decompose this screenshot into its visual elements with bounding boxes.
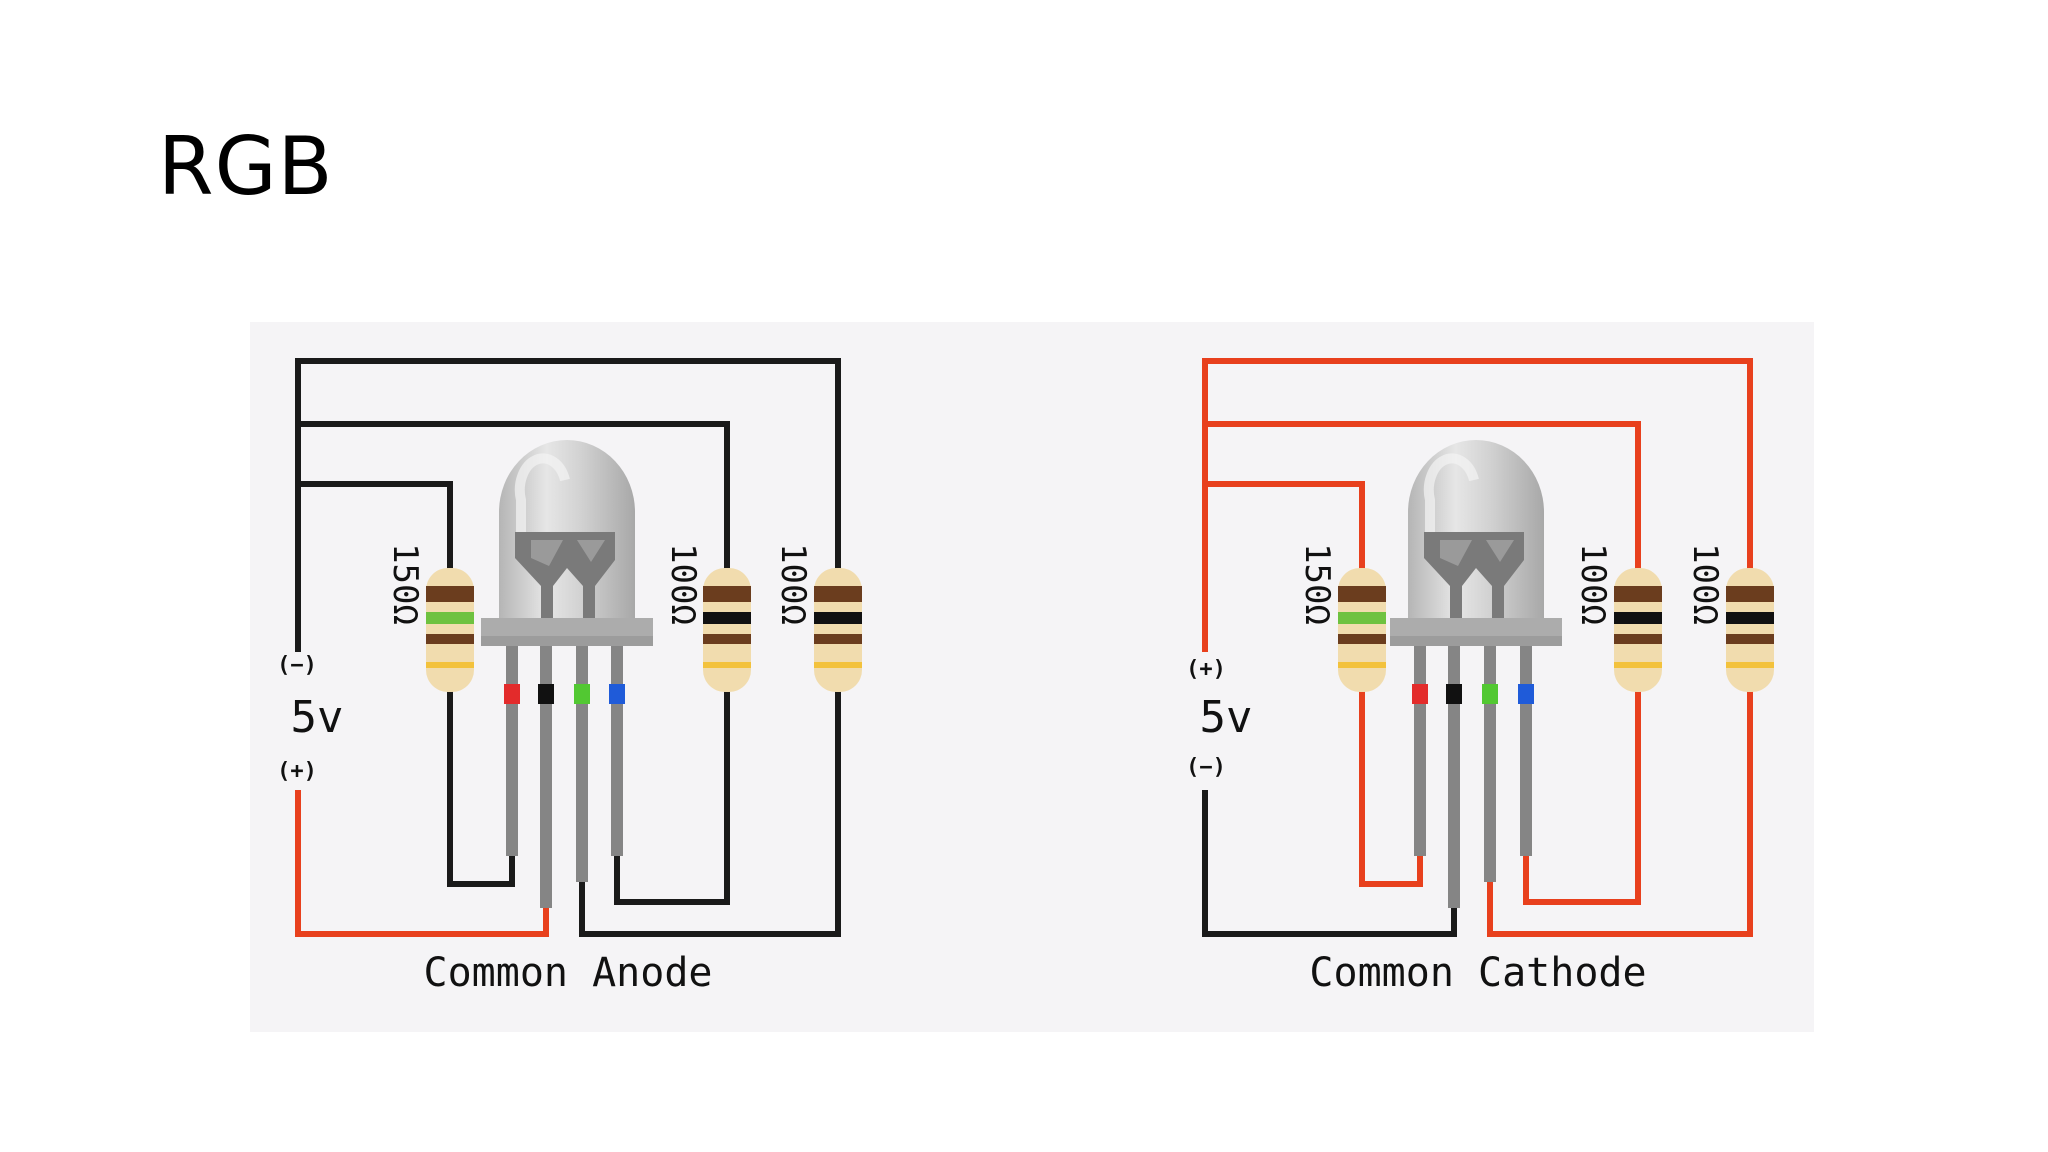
resistor-label: 150Ω [1297, 543, 1337, 625]
resistor-band [1726, 634, 1774, 644]
resistor-icon [1614, 568, 1662, 692]
resistor-icon [814, 568, 862, 692]
resistor-band [1614, 612, 1662, 624]
polarity-label: (+) [277, 759, 317, 784]
polarity-label: (−) [277, 653, 317, 678]
led-legs [1412, 646, 1534, 908]
circuit-caption: Common Anode [424, 950, 713, 996]
circuit-caption: Common Cathode [1309, 950, 1646, 996]
resistor-band [426, 634, 474, 644]
slide-title: RGB [158, 120, 334, 213]
polarity-label: (−) [1186, 755, 1226, 780]
anode-red-wire [295, 790, 549, 937]
resistor-label: 100Ω [1573, 543, 1613, 625]
voltage-label: 5v [291, 692, 344, 743]
common-anode-circuit: 150Ω 100Ω 100Ω (−) 5v (+) Common Anode [277, 358, 862, 996]
resistor-band [814, 634, 862, 644]
cathode-black-wire [1202, 790, 1457, 937]
rgb-led-icon [1390, 440, 1562, 646]
resistor-band [1726, 592, 1774, 602]
led-legs [504, 646, 625, 908]
resistor-icon [1726, 568, 1774, 692]
resistor-band [703, 634, 751, 644]
resistor-icon [426, 568, 474, 692]
resistor-icon [703, 568, 751, 692]
polarity-label: (+) [1186, 657, 1226, 682]
resistor-band [703, 612, 751, 624]
common-cathode-circuit: 150Ω 100Ω 100Ω (+) 5v (−) Common Cathode [1186, 358, 1774, 996]
resistor-band [703, 592, 751, 602]
resistor-band [426, 592, 474, 602]
resistor-band [1338, 612, 1386, 624]
resistor-band [814, 592, 862, 602]
voltage-label: 5v [1200, 692, 1253, 743]
resistor-band [814, 612, 862, 624]
resistor-label: 100Ω [1685, 543, 1725, 625]
resistor-band [1614, 634, 1662, 644]
resistor-band [1338, 592, 1386, 602]
resistor-label: 150Ω [385, 543, 425, 625]
resistor-icon [1338, 568, 1386, 692]
resistor-band [1614, 592, 1662, 602]
resistor-band [1338, 634, 1386, 644]
resistor-band [1726, 612, 1774, 624]
resistor-label: 100Ω [773, 543, 813, 625]
resistor-label: 100Ω [663, 543, 703, 625]
rgb-led-icon [481, 440, 653, 646]
resistor-band [426, 612, 474, 624]
